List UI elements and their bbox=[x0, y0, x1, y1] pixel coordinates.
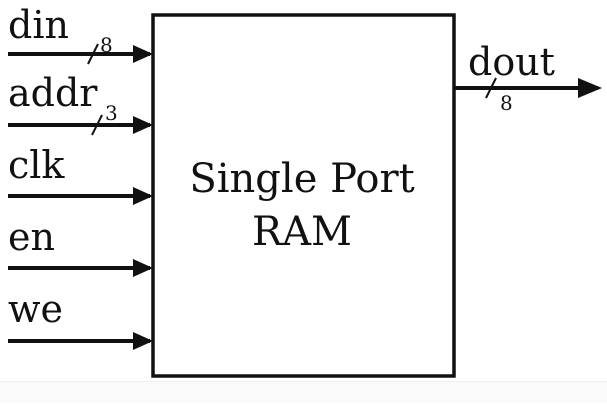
input-we: we bbox=[8, 287, 153, 350]
din-bus-slash bbox=[87, 43, 99, 65]
we-label: we bbox=[8, 287, 63, 331]
clk-arrowhead bbox=[133, 187, 153, 205]
addr-bus-slash bbox=[91, 114, 103, 136]
output-dout: dout 8 bbox=[454, 40, 602, 115]
din-label: din bbox=[8, 3, 69, 47]
block-title-line1: Single Port bbox=[189, 156, 414, 202]
input-clk: clk bbox=[8, 143, 153, 205]
clk-label: clk bbox=[8, 143, 65, 187]
addr-arrowhead bbox=[133, 116, 153, 134]
addr-width-label: 3 bbox=[105, 101, 118, 125]
din-arrowhead bbox=[133, 45, 153, 63]
addr-label: addr bbox=[8, 71, 98, 115]
din-width-label: 8 bbox=[100, 33, 113, 57]
en-label: en bbox=[8, 215, 55, 259]
block-title-line2: RAM bbox=[252, 209, 352, 255]
dout-bus-slash bbox=[485, 77, 497, 99]
dout-label: dout bbox=[468, 40, 555, 84]
bottom-edge bbox=[0, 381, 607, 403]
input-din: din 8 bbox=[8, 3, 153, 65]
input-en: en bbox=[8, 215, 153, 277]
we-arrowhead bbox=[133, 332, 153, 350]
en-arrowhead bbox=[133, 259, 153, 277]
dout-arrowhead bbox=[578, 78, 602, 98]
ram-block bbox=[151, 13, 456, 378]
input-addr: addr 3 bbox=[8, 71, 153, 136]
dout-width-label: 8 bbox=[500, 91, 513, 115]
